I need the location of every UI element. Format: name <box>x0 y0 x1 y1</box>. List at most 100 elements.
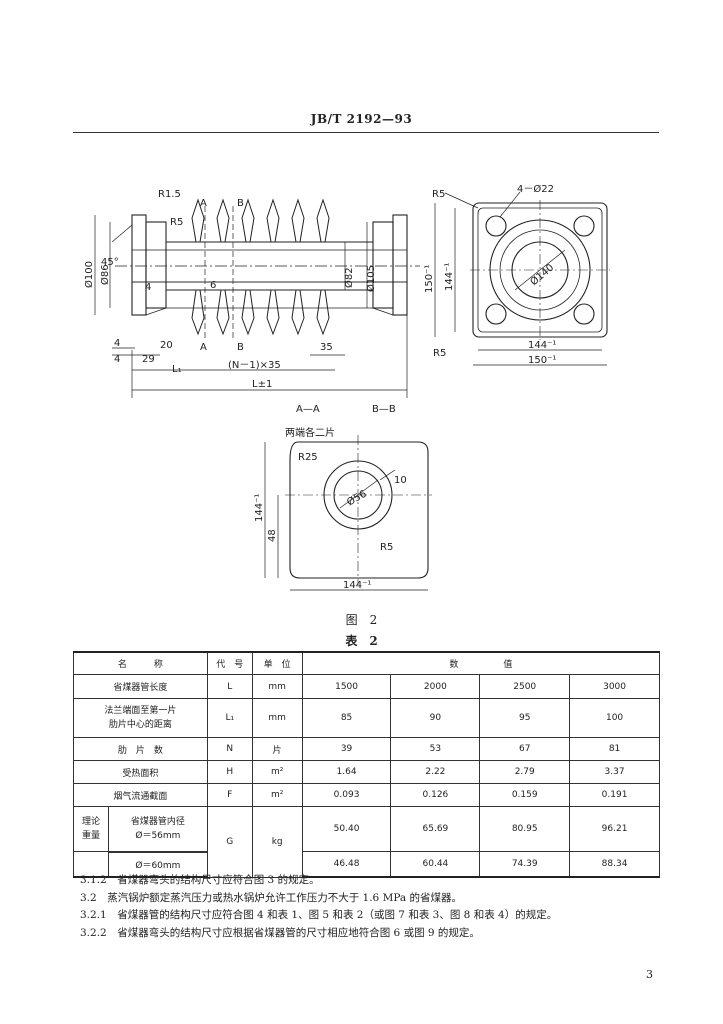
table-cell: F <box>206 783 253 807</box>
label-dim-4c: 4 <box>114 354 120 365</box>
table-cell: 90 <box>390 698 481 738</box>
table-cell: 81 <box>569 737 660 761</box>
table-cell: 2.22 <box>390 760 481 784</box>
label-fin-half: 48 <box>267 529 278 542</box>
label-sec-a-top: A <box>200 198 207 209</box>
label-sec-b-bot: B <box>237 342 244 353</box>
label-d105: Ø105 <box>365 265 377 292</box>
clause-3-1-2: 3.1.2 省煤器弯头的结构尺寸应符合图 3 的规定。 <box>80 874 320 886</box>
side-view-tube <box>115 214 420 316</box>
label-sec-a-bot: A <box>200 342 207 353</box>
label-dim-l: L±1 <box>252 379 272 390</box>
table-cell: 片 <box>251 737 303 761</box>
label-dim-29: 29 <box>142 354 155 365</box>
label-d100: Ø100 <box>83 261 95 288</box>
label-dim-20: 20 <box>160 340 173 351</box>
label-fin-width: 144⁻¹ <box>343 580 371 591</box>
header-value: 数 值 <box>301 651 661 675</box>
table-cell: 50.40 <box>301 806 392 852</box>
label-sec-b-top: B <box>237 198 244 209</box>
weight-sub1-label: 省煤器管内径 <box>130 817 185 827</box>
label-flange-height: 150⁻¹ <box>424 265 435 293</box>
label-d82: Ø82 <box>343 267 355 288</box>
label-flange-holes: 4－Ø22 <box>517 183 554 195</box>
table-cell: mm <box>251 674 303 699</box>
table-cell: 3.37 <box>569 760 660 784</box>
label-section-aa: A—A <box>296 404 320 415</box>
table-cell: 0.159 <box>479 783 571 807</box>
label-dim-4a: 4 <box>145 282 151 293</box>
label-angle: 45° <box>101 257 119 268</box>
table-cell: 74.39 <box>479 851 571 878</box>
table-cell: 省煤器管长度 <box>73 674 208 699</box>
table-cell: H <box>206 760 253 784</box>
label-flange-outer-w: 150⁻¹ <box>528 355 556 366</box>
table-cell: 100 <box>569 698 660 738</box>
table-cell: 67 <box>479 737 571 761</box>
label-fin-note: 两端各二片 <box>285 426 335 439</box>
clause-3-2-2: 3.2.2 省煤器弯头的结构尺寸应根据省煤器管的尺寸相应地符合图 6 或图 9 … <box>80 926 480 939</box>
header-rule <box>73 132 659 133</box>
table-cell: 0.126 <box>390 783 481 807</box>
label-flange-r5-bot: R5 <box>433 348 446 359</box>
label-fin-r5: R5 <box>380 542 393 553</box>
label-fin-height: 144⁻¹ <box>254 494 265 522</box>
table-cell: 受热面积 <box>73 760 208 784</box>
table-cell: 2.79 <box>479 760 571 784</box>
label-fin-r25: R25 <box>298 452 318 463</box>
label-dim-6: 6 <box>210 280 216 291</box>
table-cell: 80.95 <box>479 806 571 852</box>
clause-3-2-1: 3.2.1 省煤器管的结构尺寸应符合图 4 和表 1、图 5 和表 2（或图 7… <box>80 909 558 921</box>
table-cell: 39 <box>301 737 392 761</box>
table-cell: 烟气流通截面 <box>73 783 208 807</box>
label-dim-4b: 4 <box>114 338 120 349</box>
label-d86: Ø86 <box>99 264 111 285</box>
table-cell: 85 <box>301 698 392 738</box>
table-cell: 88.34 <box>569 851 660 878</box>
table-cell: mm <box>251 698 303 738</box>
label-dim-l1: L₁ <box>172 364 182 375</box>
table-cell: 46.48 <box>301 851 392 878</box>
table-cell: L <box>206 674 253 699</box>
label-flange-r5-top: R5 <box>432 189 445 200</box>
weight-code: G <box>206 806 253 878</box>
table-cell: Ø＝60mm <box>73 851 208 878</box>
label-fin-thk: 10 <box>394 475 407 486</box>
label-fin-bore: Ø56 <box>345 488 369 509</box>
table-cell: 95 <box>479 698 571 738</box>
table-header-row: 名 称 代 号 单 位 数 值 <box>73 651 661 675</box>
side-view-fins <box>191 198 330 336</box>
table-cell: 0.191 <box>569 783 660 807</box>
table-cell: N <box>206 737 253 761</box>
table-cell: m² <box>251 783 303 807</box>
table-cell: m² <box>251 760 303 784</box>
table-cell: 法兰端面至第一片肋片中心的距离 <box>73 698 208 738</box>
table-cell: 0.093 <box>301 783 392 807</box>
table-cell: L₁ <box>206 698 253 738</box>
fin-section-view <box>264 435 432 591</box>
table-cell: 60.44 <box>390 851 481 878</box>
header-code: 代 号 <box>206 651 253 675</box>
label-r1-5: R1.5 <box>158 189 181 200</box>
table-cell: 53 <box>390 737 481 761</box>
label-dim-35: 35 <box>320 342 333 353</box>
standard-header: JB/T 2192—93 <box>310 112 413 126</box>
table-cell: 2000 <box>390 674 481 699</box>
label-flange-inner-w: 144⁻¹ <box>528 340 556 351</box>
page-number: 3 <box>646 968 653 981</box>
label-r5-side: R5 <box>170 217 183 228</box>
table-cell: 肋 片 数 <box>73 737 208 761</box>
clause-3-2: 3.2 蒸汽锅炉额定蒸汽压力或热水锅炉允许工作压力不大于 1.6 MPa 的省煤… <box>80 891 463 904</box>
table-cell: 1500 <box>301 674 392 699</box>
weight-group-label: 理论 <box>81 817 100 827</box>
label-flange-bore: Ø140 <box>528 262 556 289</box>
side-view-dimensions <box>94 215 408 398</box>
